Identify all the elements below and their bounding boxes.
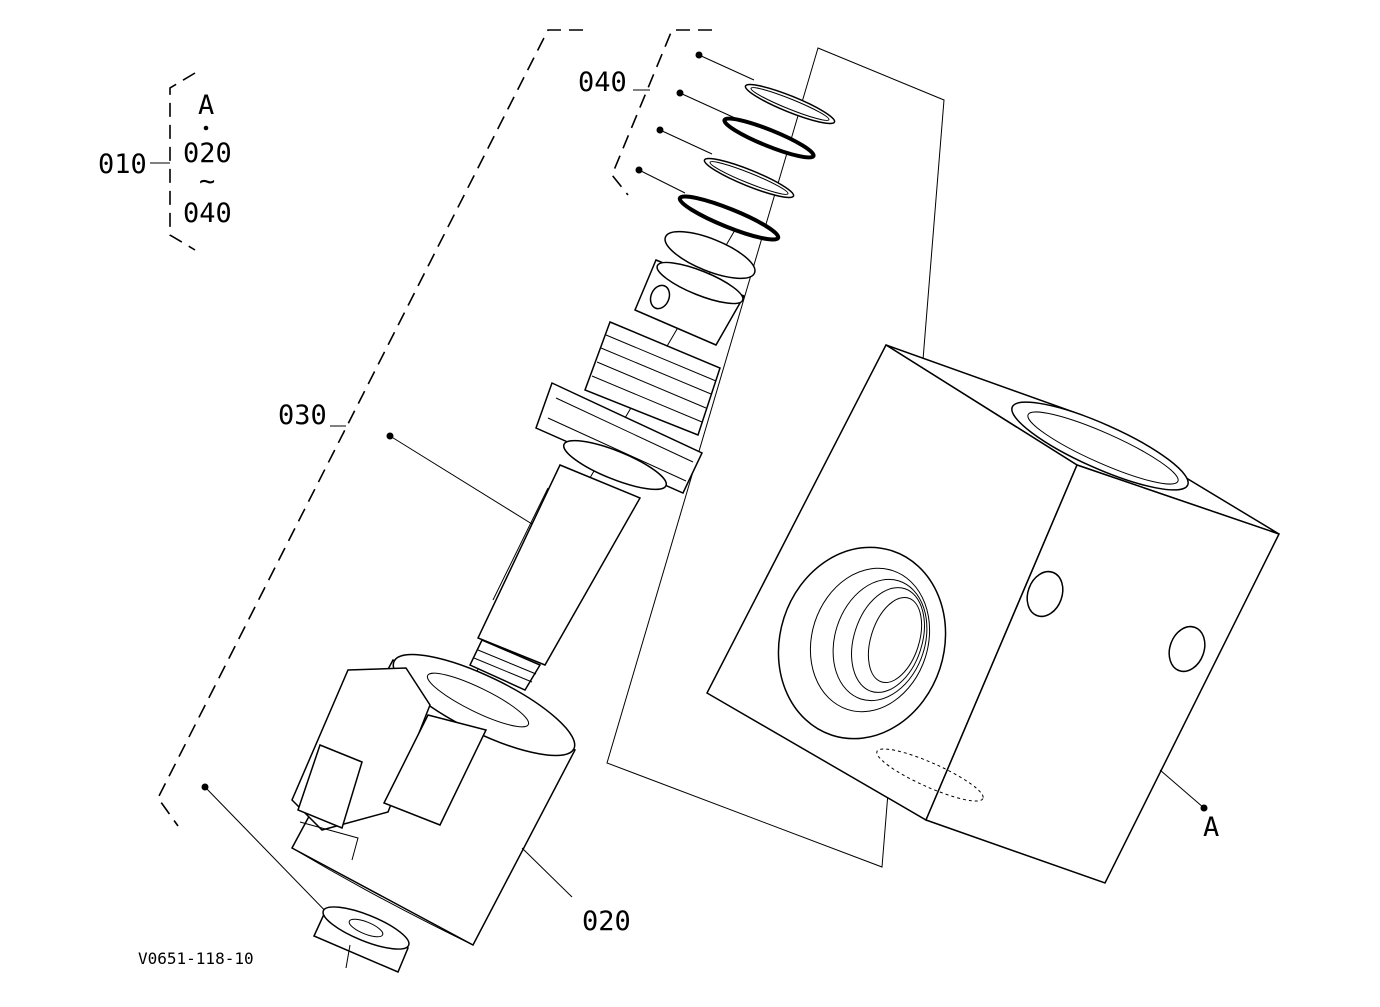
label-020: 020 [582, 906, 631, 937]
seal-bracket-dashed [611, 29, 712, 196]
label-group-from: 020 [183, 138, 232, 169]
group-bracket-dashed [157, 29, 583, 827]
solenoid-coil-020 [290, 653, 577, 947]
valve-block-a [706, 343, 1281, 884]
label-group-to: 040 [183, 198, 232, 229]
assembly-bracket-010 [150, 72, 209, 251]
label-040: 040 [578, 67, 627, 98]
drawing-code: V0651-118-10 [138, 949, 254, 968]
cartridge-valve-030 [386, 229, 756, 701]
label-group-tilde: ~ [199, 166, 215, 197]
mounting-plane-outline [606, 47, 945, 868]
label-010: 010 [98, 149, 147, 180]
seal-rings [635, 51, 836, 242]
label-group-ref: A [198, 90, 214, 121]
coil-nut [201, 783, 410, 973]
label-030: 030 [278, 400, 327, 431]
label-block-a: A [1203, 812, 1219, 843]
